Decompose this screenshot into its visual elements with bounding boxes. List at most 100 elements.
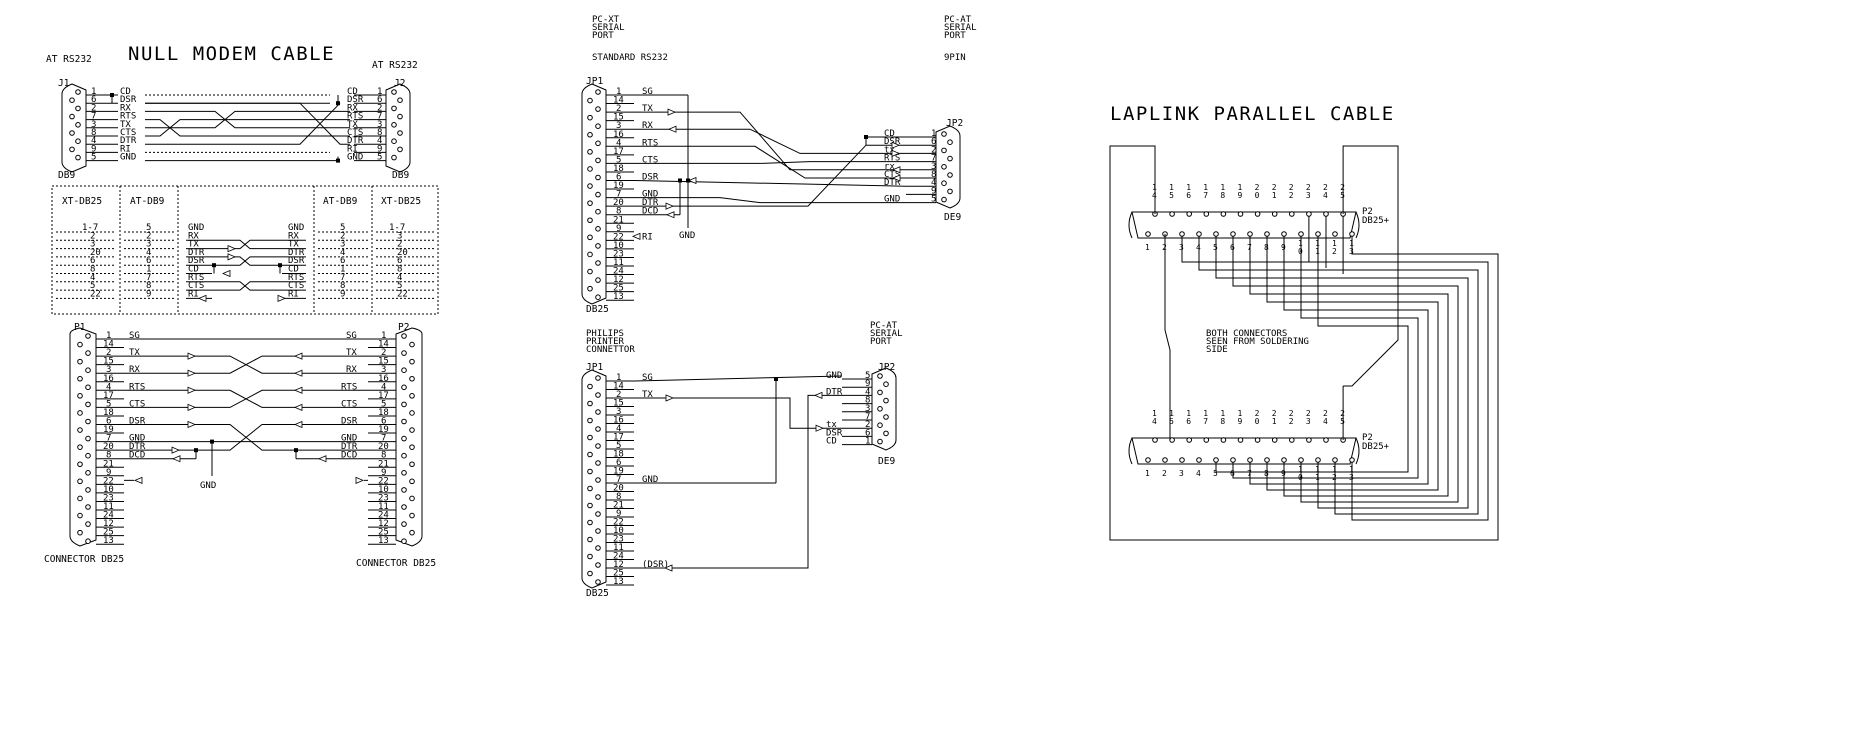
at-right-value: 4 [340, 248, 345, 258]
table-header: XT-DB25 [381, 196, 421, 207]
right-signal-label: rx [884, 162, 895, 172]
db25-pin-number: 8 [616, 207, 621, 217]
right-signal-name: TX [288, 240, 299, 250]
outer-loop-2 [1342, 145, 1399, 387]
right-pin-socket [409, 444, 415, 450]
bottom-pin-number: 2 [1332, 247, 1337, 256]
right-pin-socket [397, 130, 403, 136]
db25-pin-number: 25 [613, 569, 624, 579]
left-pin-socket [85, 435, 91, 442]
right-pin-socket [401, 435, 407, 442]
signal-arrow [631, 232, 641, 240]
xt-left-value: 2 [90, 231, 95, 241]
xt-left-value: 22 [90, 289, 101, 299]
de9-pin-number: 2 [931, 145, 936, 155]
db25-pin-socket [587, 519, 593, 526]
right-signal-name: CD [288, 265, 299, 275]
db25-pin-number: 7 [616, 475, 621, 485]
db25-pin-number: 20 [613, 484, 624, 494]
db25-pin-socket [587, 97, 593, 104]
right-title-line: SERIAL [944, 23, 977, 33]
xt-left-value: 1-7 [82, 223, 98, 233]
left-pin-socket [77, 495, 83, 502]
top-pin-number: 0 [1255, 191, 1260, 200]
top-pin-number: 7 [1203, 417, 1208, 426]
right-pin-number: 9 [377, 144, 382, 154]
left-signal-name: CD [188, 265, 199, 275]
db25-pin-socket [595, 426, 601, 432]
right-pin-socket [409, 393, 415, 399]
right-subtitle: 9PIN [944, 53, 966, 63]
bottom-row-pin [1281, 457, 1287, 463]
right-pin-socket [401, 401, 407, 408]
left-signal-name: TX [188, 240, 199, 250]
db25-pin-number: 8 [616, 492, 621, 502]
right-pin-number: 1 [381, 331, 386, 341]
db25-pin-number: 22 [613, 232, 624, 242]
right-pin-socket [397, 97, 403, 103]
bottom-row-pin [1213, 231, 1219, 237]
nested-loop [1232, 236, 1459, 503]
left-signal-label: CD [120, 87, 131, 97]
left-title-line: PC-XT [592, 15, 620, 25]
signal-arrow [813, 391, 823, 400]
left-pin-socket [77, 358, 83, 365]
top-pin-number: 1 [1272, 417, 1277, 426]
right-pin-number: 15 [378, 357, 389, 367]
right-port-label: AT RS232 [372, 60, 418, 71]
signal-arrow [815, 424, 825, 432]
signal-arrow [665, 394, 675, 402]
right-signal-label: DSR [347, 95, 364, 105]
bottom-row-pin [1264, 457, 1270, 463]
de9-pin-number: 9 [865, 379, 870, 389]
right-db9-shell [385, 83, 411, 173]
right-pin-socket [401, 333, 407, 339]
right-signal-label: DTR [826, 387, 843, 397]
dsr-dtr-swap [212, 256, 282, 266]
jp1-label: JP1 [586, 362, 603, 373]
dtr-dsr-cross [124, 424, 368, 451]
xt-left-value: 5 [90, 281, 95, 291]
top-pin-number: 6 [1186, 417, 1191, 426]
db25-pin-socket [587, 468, 593, 475]
left-pin-socket [69, 146, 75, 153]
right-pin-number: 18 [378, 408, 389, 418]
dtr-dsr-wire [634, 144, 906, 207]
bottom-row-pin [1281, 231, 1287, 237]
right-signal-label: RX [347, 103, 358, 113]
top-pin-number: 9 [1238, 417, 1243, 426]
right-pin-number: 6 [377, 95, 382, 105]
top-pin-number: 1 [1203, 183, 1208, 192]
left-pin-socket [77, 444, 83, 450]
de9-pin-number: 7 [931, 154, 936, 164]
right-signal-name: GND [288, 223, 304, 233]
top-row-pin [1306, 211, 1312, 217]
de9-pin-number: 6 [931, 137, 936, 147]
de9-pin-socket [947, 172, 953, 178]
signal-arrow [663, 564, 673, 572]
bottom-row-pin [1298, 457, 1304, 463]
gnd-cross [688, 197, 906, 204]
connector-ear [1128, 211, 1133, 239]
right-title-line: PORT [944, 31, 966, 41]
db25-pin-socket [587, 485, 593, 492]
left-pin-number: 1 [91, 87, 96, 97]
signal-arrow [355, 476, 365, 484]
db25-pin-socket [595, 277, 601, 283]
top-pin-number: 1 [1238, 409, 1243, 418]
db25-pin-socket [595, 106, 601, 112]
nested-loop [1181, 236, 1489, 521]
nested-loop [1266, 236, 1439, 491]
at-right-value: 1 [340, 265, 345, 275]
db25-pin-socket [595, 392, 601, 398]
bottom-row-pin [1264, 231, 1270, 237]
at-right-value: 5 [340, 223, 345, 233]
right-pin-socket [409, 410, 415, 416]
db25-pin-socket [587, 417, 593, 424]
left-pin-socket [85, 367, 91, 374]
nested-loop [1215, 236, 1409, 473]
at-left-value: 9 [146, 289, 151, 299]
xt-right-value: 2 [397, 240, 402, 250]
db25-pin-socket [595, 260, 601, 266]
xt-left-value: 4 [90, 273, 95, 283]
